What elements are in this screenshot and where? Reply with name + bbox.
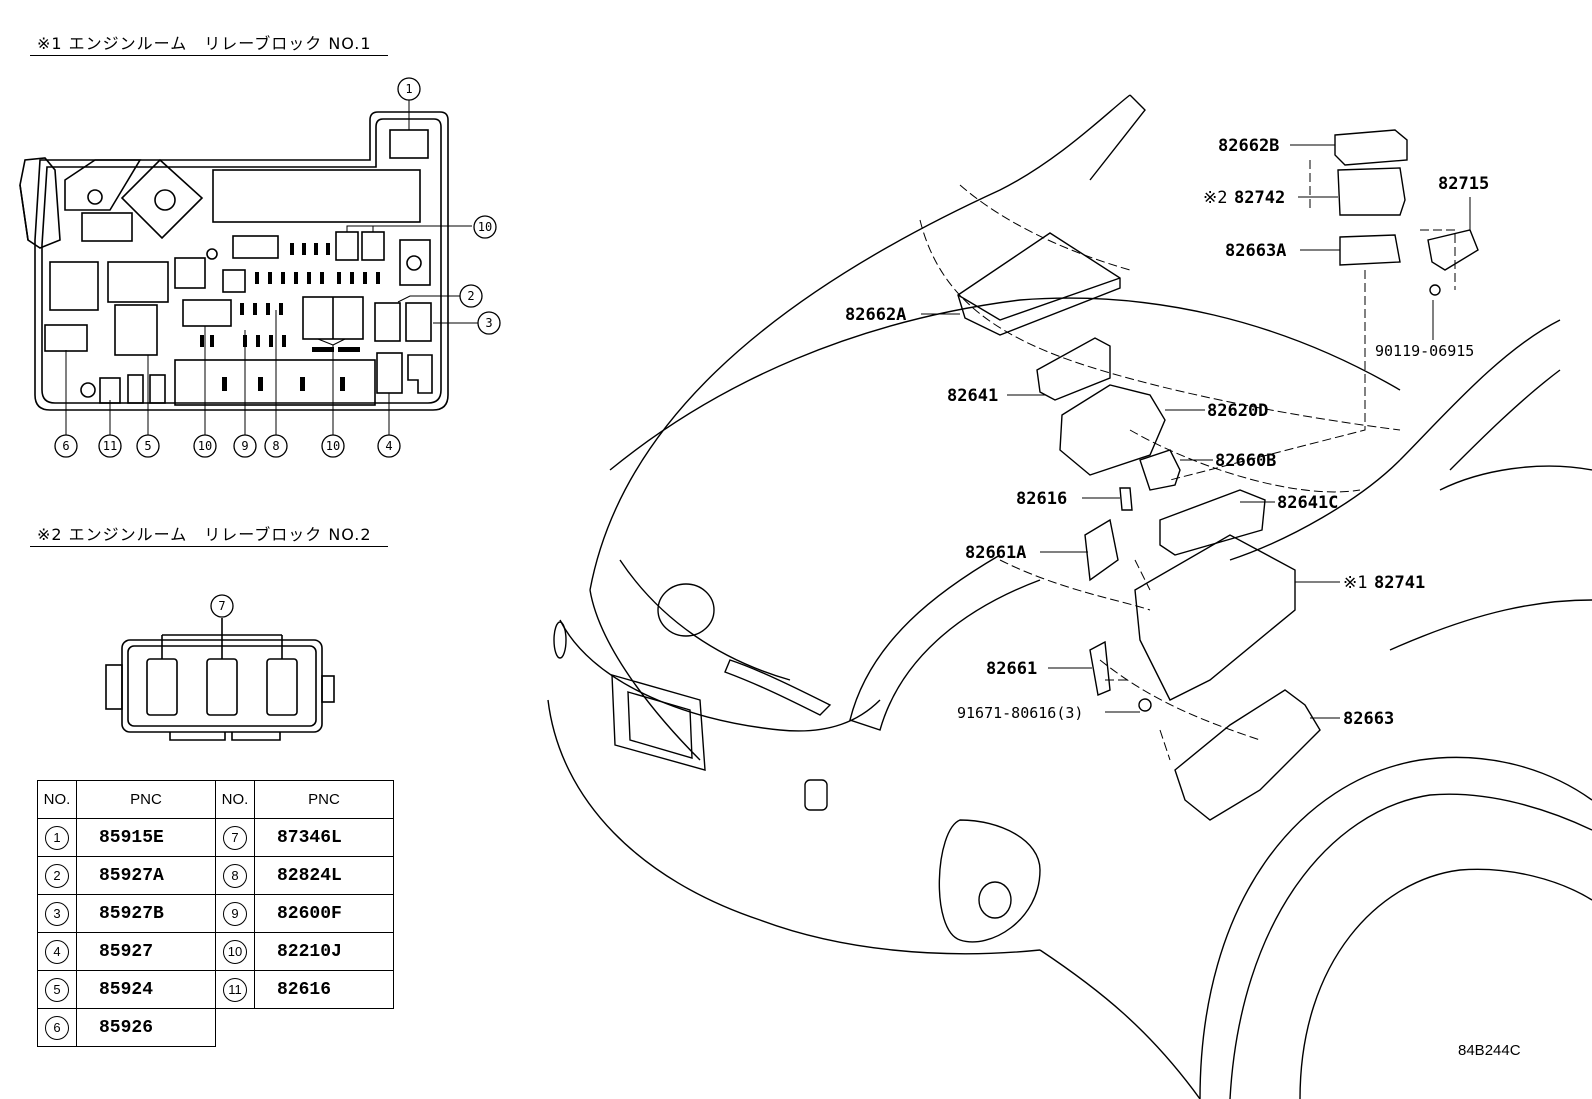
callout-5: 5	[144, 439, 151, 453]
relay-block-2-diagram: 7	[105, 594, 335, 741]
row-number: 10	[223, 939, 247, 964]
pnc-value: 82824L	[254, 856, 394, 895]
callout-10: 10	[326, 439, 340, 453]
part-label-82641: 82641	[947, 386, 998, 406]
row-number: 9	[223, 901, 247, 926]
callout-11: 11	[103, 439, 117, 453]
callout-9: 9	[241, 439, 248, 453]
row-number: 5	[45, 977, 69, 1002]
row-number: 3	[45, 901, 69, 926]
table-row: 5 85924 11 82616	[37, 970, 394, 1009]
pnc-value: 85915E	[76, 818, 216, 857]
pnc-value: 85924	[76, 970, 216, 1009]
table-row: 2 85927A 8 82824L	[37, 856, 394, 895]
relay-block-1-diagram: 1 10 2 3 6 11 5 10 9 8 10 4	[19, 77, 501, 458]
part-label-82715: 82715	[1438, 174, 1489, 194]
callout-6: 6	[62, 439, 69, 453]
table-row: 6 85926	[37, 1008, 394, 1047]
callout-2: 2	[467, 289, 474, 303]
header-no: NO.	[215, 780, 255, 819]
table-row: 3 85927B 9 82600F	[37, 894, 394, 933]
part-label-82742: 82742	[1234, 188, 1285, 208]
part-label-82616: 82616	[1016, 489, 1067, 509]
row-number: 4	[45, 939, 69, 964]
part-mark-82742: ※2	[1203, 188, 1227, 208]
row-number: 1	[45, 825, 69, 850]
callout-10: 10	[198, 439, 212, 453]
row-number: 11	[223, 977, 247, 1002]
pnc-value: 82616	[254, 970, 394, 1009]
callout-4: 4	[385, 439, 392, 453]
part-mark-82741: ※1	[1343, 573, 1367, 593]
part-label-82662B: 82662B	[1218, 136, 1279, 156]
header-pnc: PNC	[254, 780, 394, 819]
part-label-82663A: 82663A	[1225, 241, 1286, 261]
pnc-value: 85927A	[76, 856, 216, 895]
part-label-90119-06915: 90119-06915	[1375, 342, 1474, 360]
row-number: 7	[223, 825, 247, 850]
block2-caption-underline	[30, 546, 388, 547]
block1-caption: ※1 エンジンルーム リレーブロック NO.1	[37, 34, 372, 53]
part-label-82620D: 82620D	[1207, 401, 1268, 421]
block2-caption: ※2 エンジンルーム リレーブロック NO.2	[37, 525, 372, 544]
block1-caption-underline	[30, 55, 388, 56]
part-label-82741: 82741	[1374, 573, 1425, 593]
part-label-91671-80616: 91671-80616(3)	[957, 704, 1083, 722]
part-label-82662A: 82662A	[845, 305, 906, 325]
callout-3: 3	[485, 316, 492, 330]
pnc-value: 85927B	[76, 894, 216, 933]
part-label-82661: 82661	[986, 659, 1037, 679]
row-number: 6	[45, 1015, 69, 1040]
callout-7: 7	[218, 599, 225, 613]
part-label-82641C: 82641C	[1277, 493, 1338, 513]
callout-8: 8	[272, 439, 279, 453]
part-label-82663: 82663	[1343, 709, 1394, 729]
pnc-value: 82600F	[254, 894, 394, 933]
pnc-table: NO. PNC NO. PNC 1 85915E 7 87346L 2 8592…	[37, 780, 394, 1047]
callout-1: 1	[405, 82, 412, 96]
part-label-82660B: 82660B	[1215, 451, 1276, 471]
row-number: 2	[45, 863, 69, 888]
callout-10: 10	[478, 220, 492, 234]
pnc-value: 85926	[76, 1008, 216, 1047]
row-number: 8	[223, 863, 247, 888]
table-row: 1 85915E 7 87346L	[37, 818, 394, 857]
pnc-value: 87346L	[254, 818, 394, 857]
figure-code: 84B244C	[1458, 1042, 1521, 1059]
pnc-value: 85927	[76, 932, 216, 971]
part-label-82661A: 82661A	[965, 543, 1026, 563]
